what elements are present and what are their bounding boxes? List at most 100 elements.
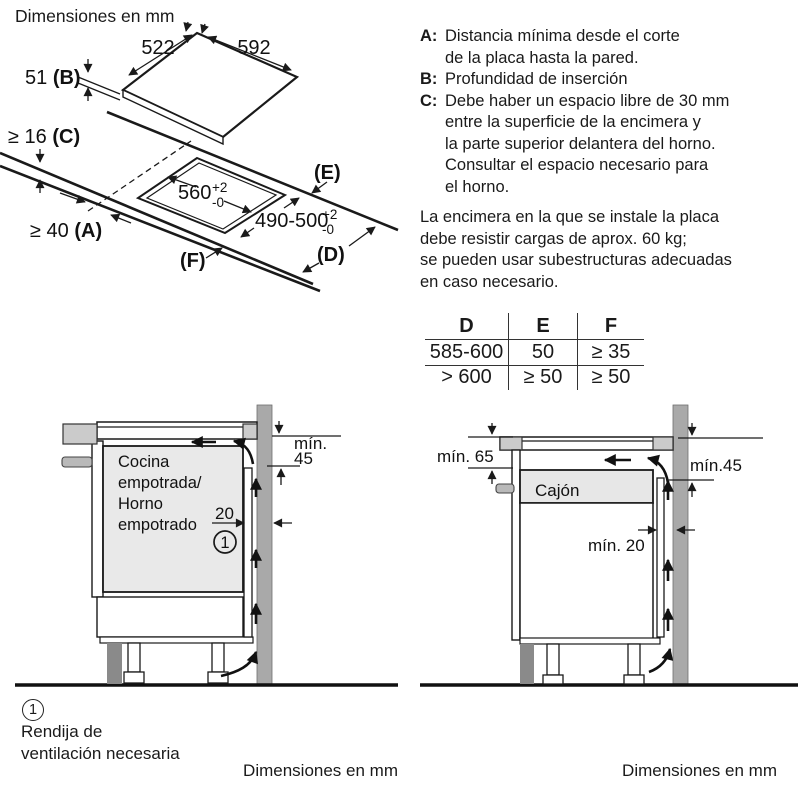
base-rail	[519, 637, 661, 645]
dim-560-label: 560	[178, 182, 211, 204]
wall	[256, 404, 273, 687]
cut-alignment-dashed-line	[87, 140, 192, 212]
dim-592-arrow	[207, 35, 292, 72]
apex-tick-right	[200, 23, 209, 34]
cabinet-side-panel	[511, 449, 521, 641]
dim-min65: mín. 65	[437, 423, 513, 484]
label-e: (E)	[314, 162, 341, 184]
table-header-f: F	[578, 313, 644, 340]
dim-490-label: 490-500	[255, 210, 328, 232]
dim-gap-20: 20	[212, 504, 292, 528]
worktop-section	[62, 421, 258, 445]
legend-key-c: C:	[420, 91, 438, 110]
gap-20-label: 20	[215, 504, 234, 523]
dim-560-tol-plus: +2	[212, 180, 227, 195]
table-cell: 585-600	[425, 340, 509, 366]
legend-text-a: Distancia mínima desde el corte de la pl…	[445, 27, 680, 67]
dim-16c-label: ≥ 16 (C)	[8, 126, 80, 148]
wall-edge-line	[106, 110, 399, 232]
label-f-arrow	[205, 247, 223, 259]
hob-edge-block-left	[499, 436, 523, 451]
dim-490-tol-minus: -0	[322, 222, 334, 237]
def-table: D E F 585-600 50 ≥ 35 > 600 ≥ 50 ≥ 50	[425, 313, 644, 390]
cabinet-legs	[123, 642, 229, 684]
dim-560-arrow-left	[167, 175, 197, 188]
legend-item-a: A: Distancia mínima desde el corte de la…	[420, 26, 794, 69]
oven-label-line1: Cocina	[118, 453, 170, 471]
label-d-arrow-1	[348, 226, 376, 247]
table-header-d: D	[425, 313, 509, 340]
cabinet-side-panel	[91, 440, 104, 598]
page-title: Dimensiones en mm	[15, 6, 175, 26]
dim-min45-left: mín. 45	[267, 421, 341, 485]
dim-560-tol-minus: -0	[212, 195, 224, 210]
table-cell: ≥ 35	[578, 340, 644, 366]
min45-word: mín.	[294, 434, 327, 453]
footnote-text: Rendija de ventilación necesaria	[21, 722, 180, 763]
dim-a-arrow-2	[110, 213, 132, 224]
worktop-front-edge-bottom	[0, 164, 321, 293]
rear-vent-strip	[243, 467, 253, 638]
min65-label: mín. 65	[437, 447, 494, 466]
legend-text-c: Debe haber un espacio libre de 30 mm ent…	[445, 91, 730, 196]
airflow-arrows	[603, 454, 674, 674]
hob-edge-block-left	[62, 423, 98, 445]
apex-tick-left	[183, 21, 193, 32]
cabinet-body	[519, 502, 654, 641]
oven-box	[102, 445, 244, 593]
worktop-cutout-diagram: 522 592 51 (B) ≥ 16 (C) ≥ 40 (A) 560 +2 …	[0, 21, 399, 293]
knob	[495, 483, 515, 494]
label-d: (D)	[317, 244, 345, 266]
vent-marker-number: 1	[220, 534, 229, 552]
worktop-section	[499, 436, 674, 451]
dim-a-arrow-1	[59, 192, 86, 204]
legend-item-c: C: Debe haber un espacio libre de 30 mm …	[420, 91, 794, 199]
legend-text-b: Profundidad de inserción	[445, 70, 628, 88]
dim-490-tol-plus: +2	[322, 207, 337, 222]
oven-label-line3: Horno	[118, 495, 163, 513]
table-cell: > 600	[425, 365, 509, 390]
drawer-installation-diagram: Cajón mín. 65	[420, 404, 798, 687]
footnote-marker-number: 1	[28, 702, 38, 718]
worktop-front-edge-top	[0, 151, 314, 286]
legend-item-b: B: Profundidad de inserción	[420, 69, 794, 91]
dim-522-arrow	[128, 34, 193, 76]
oven-installation-diagram: Cocina empotrada/ Horno empotrado	[15, 404, 398, 687]
dim-592-label: 592	[237, 37, 270, 59]
label-f: (F)	[180, 250, 206, 272]
dim-490-arrow-up	[283, 197, 300, 209]
legend-key-a: A:	[420, 27, 438, 45]
base-post	[520, 644, 534, 684]
oven-label-line2: empotrada/	[118, 474, 202, 492]
airflow-arrows	[190, 436, 262, 678]
base-rail	[99, 636, 254, 644]
cabinet-legs	[542, 643, 645, 685]
min45-label: mín.45	[690, 456, 742, 475]
dim-560-arrow-right	[223, 200, 252, 214]
footnote-marker-circle: 1	[22, 699, 44, 721]
hob-edge-block-right	[652, 436, 674, 451]
label-d-arrow-2	[302, 262, 320, 273]
wall	[672, 404, 689, 687]
table-cell: ≥ 50	[509, 365, 578, 390]
label-e-arrow	[311, 181, 328, 194]
dim-490-arrow-down	[240, 227, 255, 238]
table-header-e: E	[509, 313, 578, 340]
dim-min20: mín. 20	[588, 525, 695, 555]
legend-key-b: B:	[420, 70, 438, 88]
base-post	[107, 643, 122, 684]
lower-drawer-front	[96, 596, 244, 638]
caption-right: Dimensiones en mm	[622, 761, 777, 780]
hob-edge-block-right	[242, 423, 258, 440]
drawer-label: Cajón	[535, 481, 579, 500]
table-cell: ≥ 50	[591, 366, 631, 389]
dim-51b-label: 51 (B)	[25, 67, 81, 89]
dim-522-label: 522	[141, 37, 174, 59]
dim-min45-right: mín.45	[667, 423, 763, 497]
vent-marker: 1	[213, 530, 237, 554]
caption-left: Dimensiones en mm	[243, 761, 398, 780]
min20-label: mín. 20	[588, 536, 645, 555]
legend: A: Distancia mínima desde el corte de la…	[420, 26, 794, 293]
rear-vent-strip	[656, 477, 665, 638]
